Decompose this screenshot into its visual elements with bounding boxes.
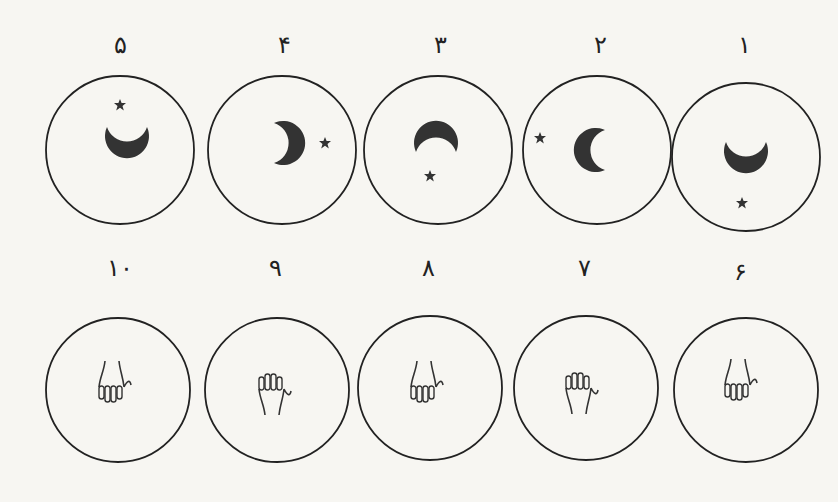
crescent-symbols: [105, 99, 768, 209]
callout-number: ۴: [278, 33, 291, 57]
hand-symbols: [99, 359, 757, 415]
callout-number: ۱: [738, 33, 751, 57]
callout-number: ۶: [734, 260, 747, 284]
callout-number: ۹: [269, 256, 282, 280]
callout-number: ۱۰: [107, 256, 133, 280]
callout-number: ۵: [114, 33, 127, 57]
callout-number: ۷: [578, 256, 591, 280]
callout-number: ۲: [594, 33, 607, 57]
callout-number: ۸: [422, 256, 435, 280]
circle-outlines: [46, 76, 820, 462]
callout-number: ۳: [434, 33, 447, 57]
